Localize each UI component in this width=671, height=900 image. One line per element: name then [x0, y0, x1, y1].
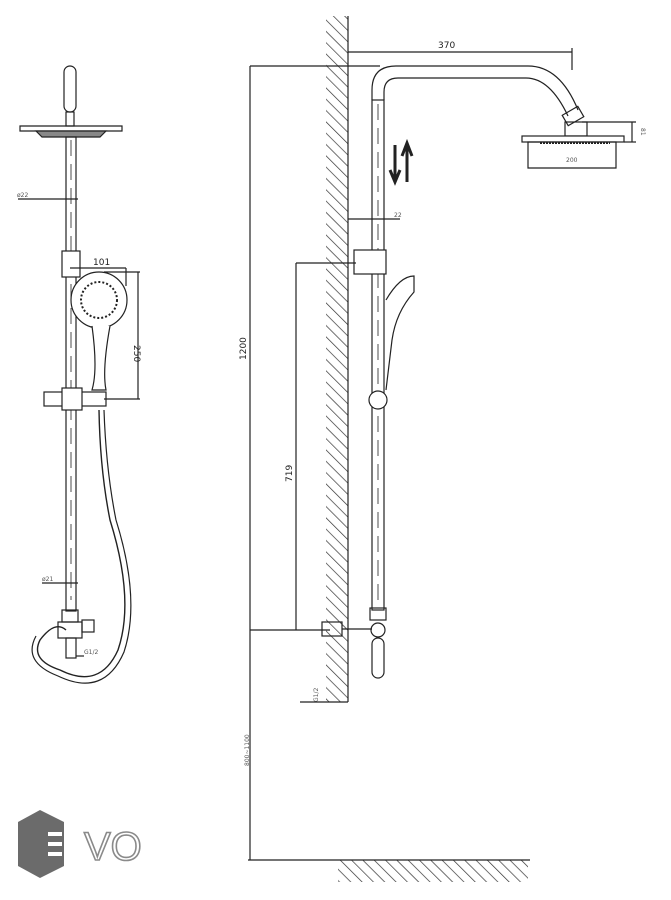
evo-logo: VO	[18, 810, 143, 878]
head-height-label: 81	[639, 128, 646, 136]
slider-height-label: 719	[285, 465, 295, 482]
shower-arm	[371, 65, 579, 111]
side-riser-pipe	[371, 99, 385, 611]
shower-hose	[36, 409, 126, 678]
side-slider	[353, 249, 387, 275]
front-lower-diameter-label: ø21	[42, 576, 53, 583]
floor-hatching	[338, 860, 528, 882]
down-arrow-icon	[388, 145, 402, 186]
side-view	[248, 16, 636, 882]
hand-shower-height-label: 250	[131, 345, 141, 362]
side-hand-shower	[385, 275, 415, 391]
side-shower-head	[521, 135, 625, 143]
riser-pipe	[65, 136, 77, 612]
inlet-fitting	[65, 637, 77, 659]
install-height-label: 800~1100	[244, 734, 251, 766]
logo-hexagon	[18, 810, 64, 878]
front-inlet-thread-label: G1/2	[84, 649, 98, 656]
up-arrow-icon	[400, 138, 414, 182]
hand-shower-handle	[91, 325, 111, 391]
top-connector	[63, 65, 77, 113]
arm-length-label: 370	[438, 41, 455, 51]
front-pipe-diameter-label: ø22	[17, 192, 28, 199]
side-inlet-thread-label: G1/2	[313, 688, 320, 702]
hand-shower-width-label: 101	[93, 258, 110, 268]
side-outlet	[371, 637, 385, 679]
wall-hatching	[326, 16, 348, 702]
side-pipe-label: 22	[394, 212, 402, 219]
front-view	[18, 65, 140, 684]
overhead-shower-head	[19, 125, 123, 132]
svg-text:VO: VO	[84, 825, 142, 869]
head-diameter-label: 200	[566, 157, 578, 164]
total-height-label: 1200	[239, 337, 249, 360]
